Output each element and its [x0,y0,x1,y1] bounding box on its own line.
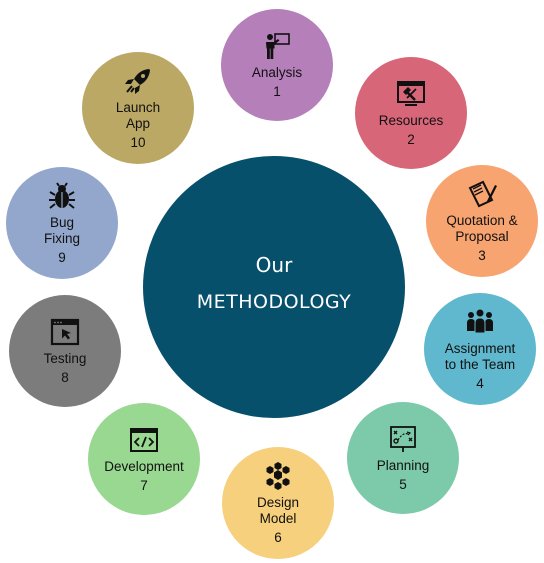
center-circle: Our METHODOLOGY [143,156,405,418]
step-label: Design Model [256,494,300,526]
step-analysis: Analysis 1 [221,9,333,121]
step-assignment-to-team: Assignment to the Team 4 [424,293,536,405]
step-quotation-proposal: Quotation & Proposal 3 [426,165,538,277]
bug-icon [47,181,77,211]
step-number: 7 [140,477,148,493]
step-label: Analysis [251,64,303,80]
step-launch-app: Launch App 10 [82,52,194,164]
step-label: Development [104,458,184,474]
strategy-board-icon [388,424,418,454]
center-title-line2: METHODOLOGY [196,291,352,313]
presenter-icon [262,31,292,61]
step-resources: Resources 2 [355,57,467,169]
step-label: Launch App [115,99,161,131]
step-number: 6 [274,529,282,545]
step-label: Testing [43,350,87,366]
step-number: 10 [130,134,146,150]
step-label: Bug Fixing [43,214,80,246]
step-bug-fixing: Bug Fixing 9 [6,167,118,279]
rocket-icon [123,66,153,96]
document-pen-icon [467,179,497,209]
tools-icon [396,79,426,109]
step-number: 5 [399,476,407,492]
step-number: 1 [273,83,281,99]
step-design-model: Design Model 6 [222,447,334,559]
center-title-line1: Our [255,253,293,277]
step-number: 8 [61,369,69,385]
code-window-icon [129,425,159,455]
step-label: Resources [378,112,444,128]
step-number: 9 [58,249,66,265]
step-planning: Planning 5 [347,402,459,514]
team-icon [465,307,495,337]
hexagon-cluster-icon [263,461,293,491]
step-testing: Testing 8 [9,295,121,407]
step-number: 4 [476,375,484,391]
step-development: Development 7 [88,403,200,515]
step-label: Assignment to the Team [444,340,516,372]
step-number: 3 [478,247,486,263]
browser-cursor-icon [50,317,80,347]
step-label: Quotation & Proposal [446,212,518,244]
step-label: Planning [376,457,430,473]
step-number: 2 [407,131,415,147]
